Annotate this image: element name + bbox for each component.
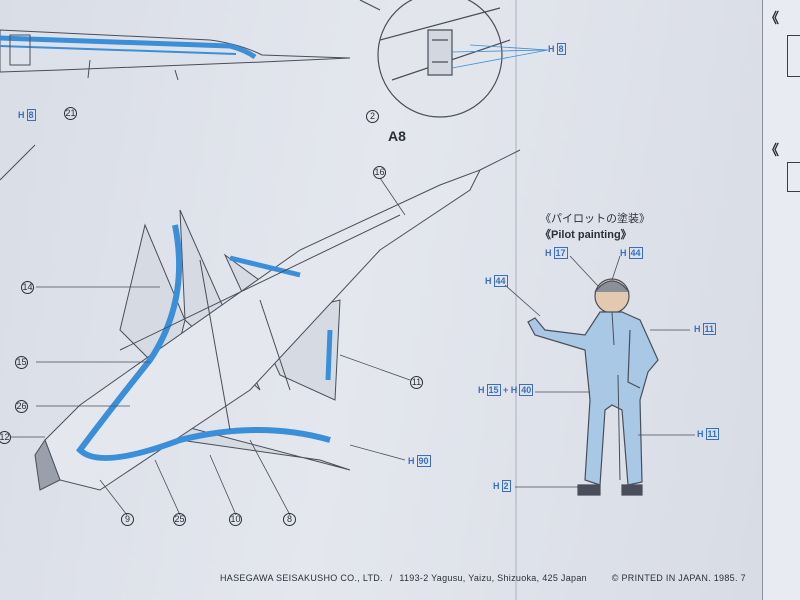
footer-address: 1193-2 Yagusu, Yaizu, Shizuoka, 425 Japa… [399,573,587,583]
next-page-edge: 《 《 [762,0,800,600]
part-number: 26 [15,400,28,413]
bracket-mark-bottom: 《 [765,142,779,158]
detail-circle-a8 [359,0,549,118]
footer-printed: © PRINTED IN JAPAN. 1985. 7 [611,573,746,583]
part-number: 10 [229,513,242,526]
part-number: 9 [121,513,134,526]
side-view-fuselage [0,29,351,81]
top-view-aircraft [34,149,521,491]
footer-separator: / [389,573,393,583]
detail-title: A8 [388,128,406,144]
pilot-title-japanese: 《パイロットの塗装》 [540,213,650,225]
box-top [787,35,800,77]
footer: HASEGAWA SEISAKUSHO CO., LTD. / 1193-2 Y… [220,573,750,583]
part-number: 15 [15,356,28,369]
pilot-figure [527,278,659,496]
part-number: 21 [64,107,77,120]
page-fold [515,0,517,600]
box-bottom [787,162,800,192]
part-number: 25 [173,513,186,526]
part-number: 8 [283,513,296,526]
footer-company: HASEGAWA SEISAKUSHO CO., LTD. [220,573,383,583]
part-number: 16 [373,166,386,179]
part-number: 2 [366,110,379,123]
part-number: 14 [21,281,34,294]
part-number: 12 [0,431,11,444]
pilot-title-english: 《Pilot painting》 [540,229,632,241]
bracket-mark-top: 《 [765,10,779,26]
part-number: 11 [410,376,423,389]
